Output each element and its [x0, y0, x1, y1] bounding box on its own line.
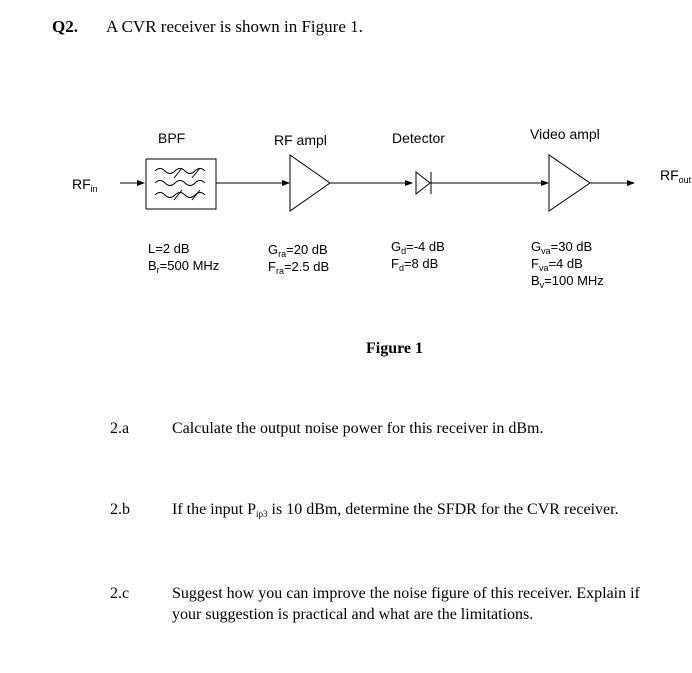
rf-amp-title: RF ampl: [274, 132, 327, 148]
rf-amp-nf: Fra=2.5 dB: [268, 259, 330, 276]
bpf-specs: L=2 dB Br=500 MHz: [148, 240, 220, 275]
bpf-box: [145, 158, 217, 210]
detector-diode-icon: [415, 170, 432, 196]
part-a-text: Calculate the output noise power for thi…: [172, 420, 544, 437]
part-c-number: 2.c: [110, 585, 130, 602]
video-amp-gain: Gva=30 dB: [531, 239, 593, 256]
question-number: Q2.: [52, 17, 78, 36]
video-amp-triangle: [548, 154, 591, 212]
rf-amp-triangle: [289, 154, 331, 212]
question-text: A CVR receiver is shown in Figure 1.: [106, 17, 363, 36]
detector-title: Detector: [392, 130, 445, 146]
detector-nf: Fd=8 dB: [391, 256, 439, 273]
rf-amp-specs: Gra=20 dB Fra=2.5 dB: [268, 241, 330, 276]
bpf-title: BPF: [158, 130, 186, 146]
video-amp-bandwidth: Bv=100 MHz: [531, 273, 604, 290]
detector-specs: Gd=-4 dB Fd=8 dB: [391, 238, 445, 273]
rf-out-label: RFout: [660, 167, 692, 185]
video-amp-nf: Fva=4 dB: [531, 256, 583, 273]
video-amp-title: Video ampl: [530, 126, 600, 142]
figure-caption: Figure 1: [366, 340, 424, 357]
rf-in-label: RFin: [72, 176, 98, 194]
bpf-wave-icon: [154, 167, 206, 201]
part-b-text: If the input Pip3 is 10 dBm, determine t…: [172, 501, 619, 519]
part-b-number: 2.b: [110, 501, 130, 518]
rf-amp-gain: Gra=20 dB: [268, 242, 328, 259]
part-a-number: 2.a: [110, 420, 130, 437]
video-amp-specs: Gva=30 dB Fva=4 dB Bv=100 MHz: [531, 238, 604, 290]
detector-gain: Gd=-4 dB: [391, 239, 445, 256]
bpf-bandwidth: Br=500 MHz: [148, 258, 220, 275]
part-c-text: Suggest how you can improve the noise fi…: [172, 585, 640, 623]
bpf-loss: L=2 dB: [148, 241, 190, 256]
